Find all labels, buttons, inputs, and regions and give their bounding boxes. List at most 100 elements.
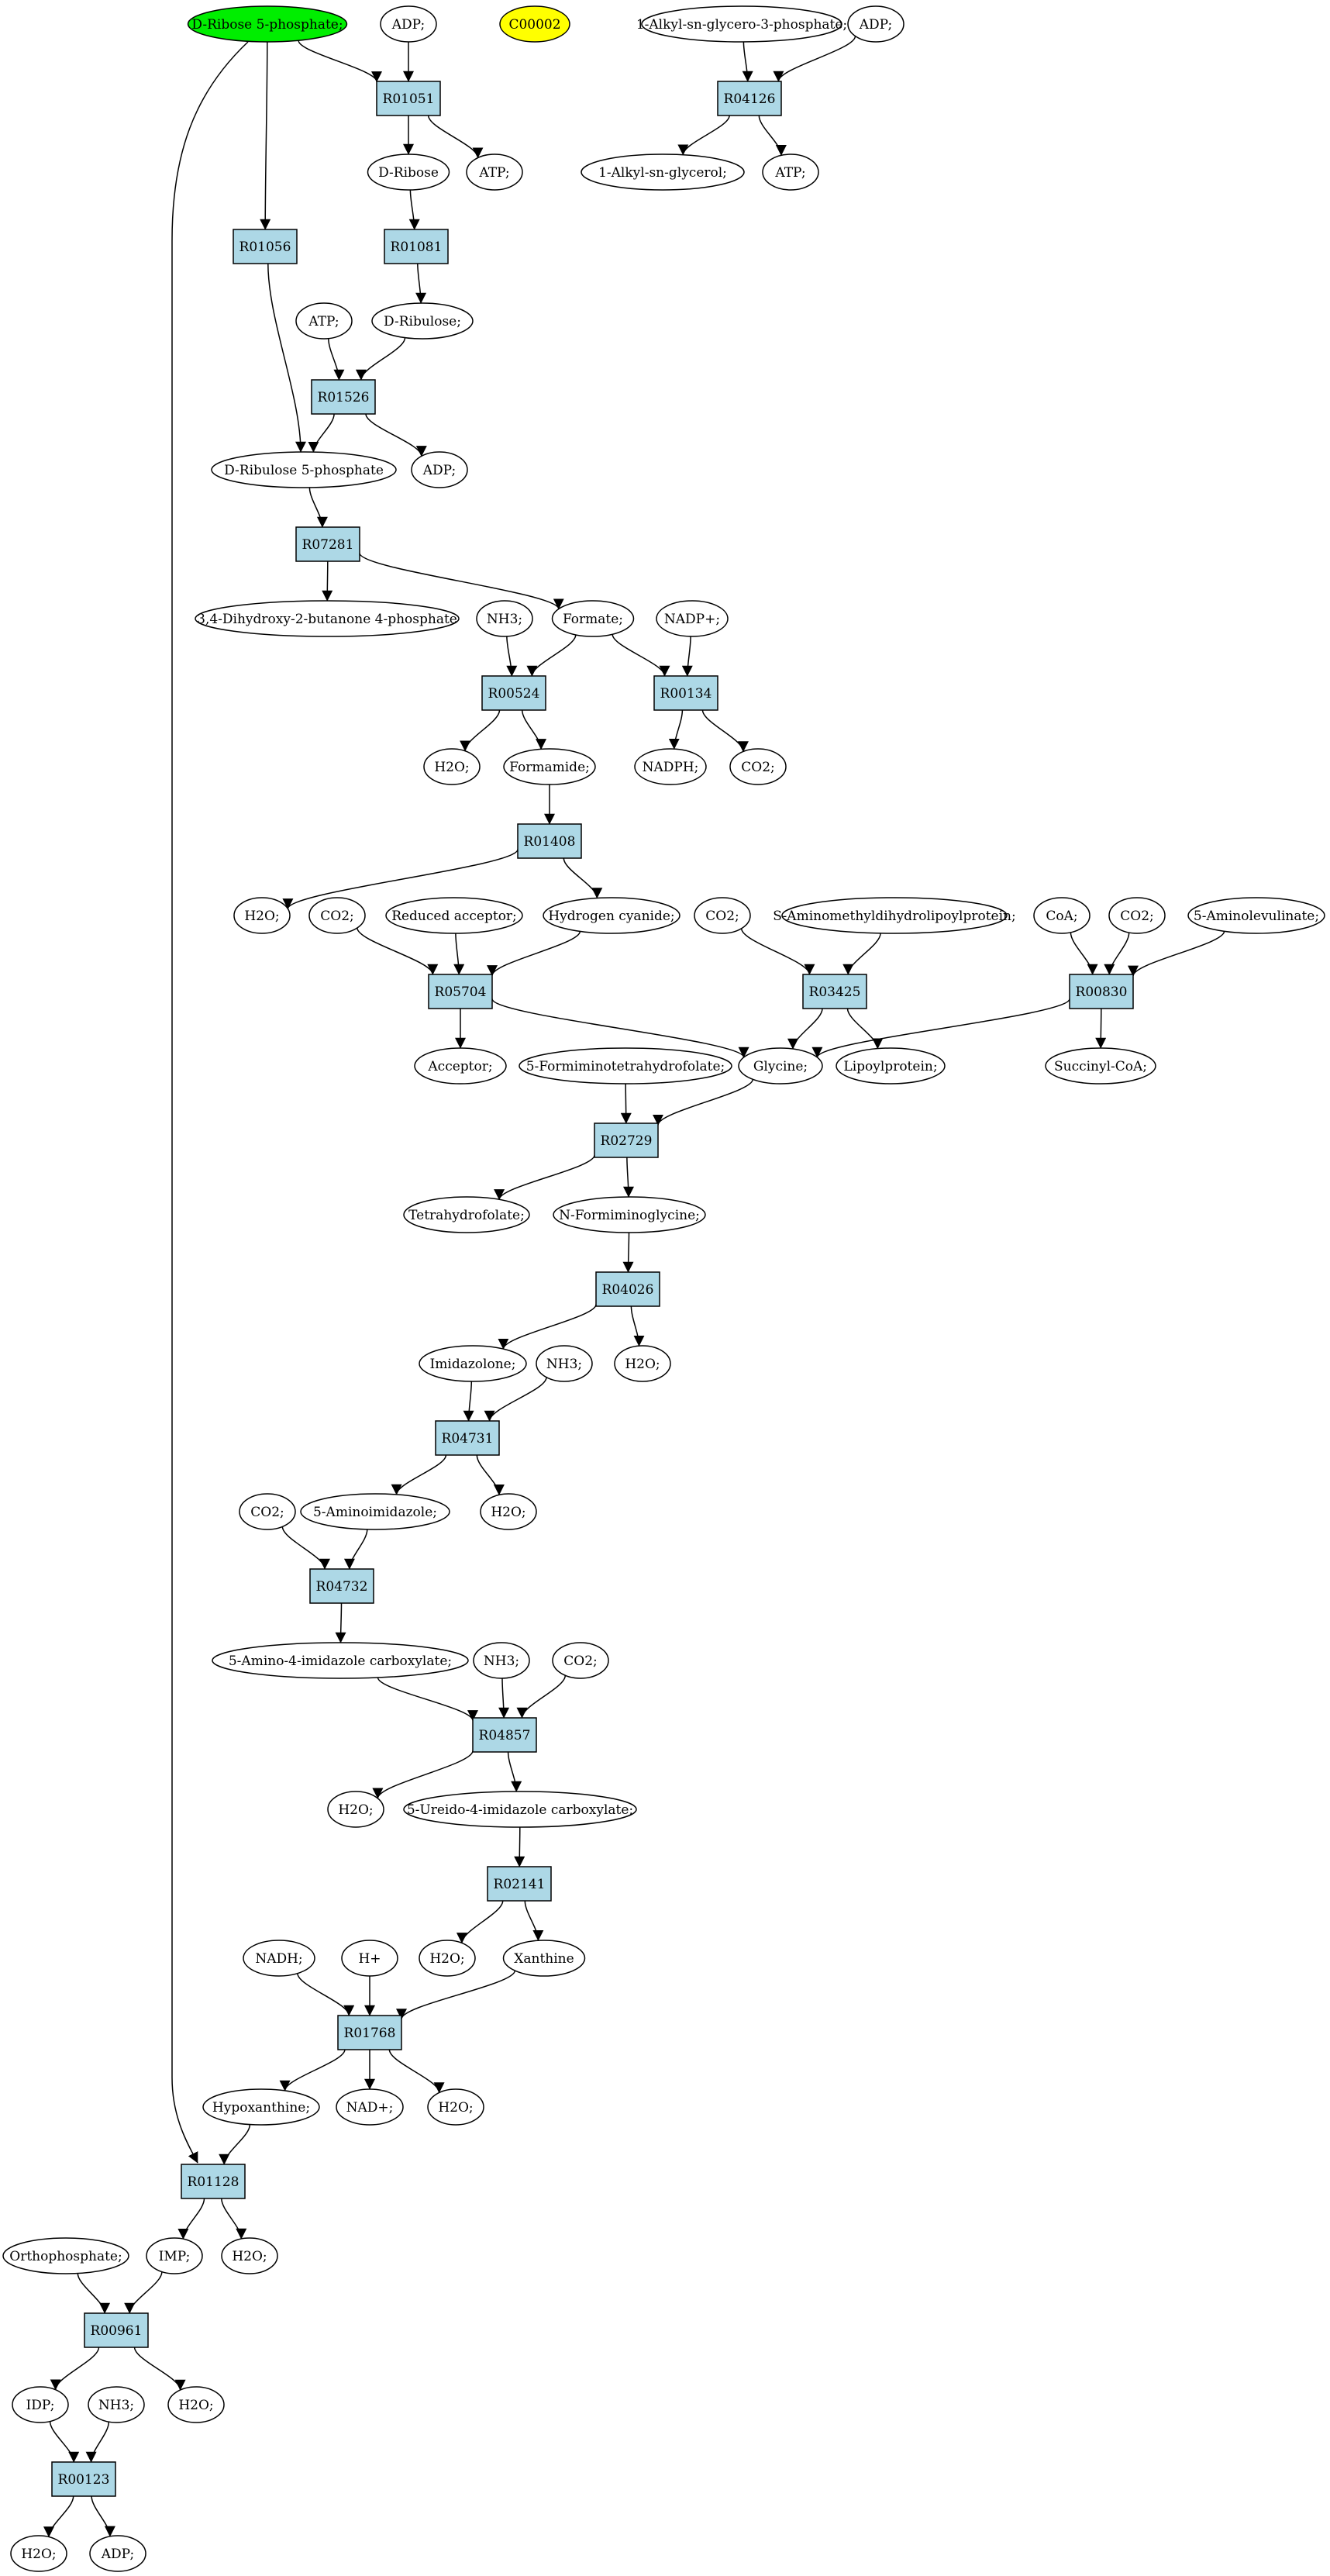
reaction-node-r02729[interactable]: R02729 bbox=[594, 1122, 659, 1158]
node-label: CO2; bbox=[563, 1654, 598, 1669]
compound-node-imidazolone[interactable]: Imidazolone; bbox=[419, 1345, 527, 1382]
compound-node-adp[interactable]: ADP; bbox=[89, 2535, 146, 2572]
compound-node-acceptor[interactable]: Acceptor; bbox=[414, 1047, 507, 1085]
node-label: Lipoylprotein; bbox=[843, 1059, 937, 1074]
reaction-node-r04732[interactable]: R04732 bbox=[309, 1568, 374, 1604]
node-label: C00002 bbox=[508, 17, 560, 33]
reaction-node-r04026[interactable]: R04026 bbox=[595, 1271, 660, 1307]
compound-node-lipoylprotein[interactable]: Lipoylprotein; bbox=[836, 1047, 946, 1085]
reaction-node-r05704[interactable]: R05704 bbox=[428, 974, 493, 1009]
reaction-node-r00524[interactable]: R00524 bbox=[481, 675, 546, 711]
node-label: H2O; bbox=[438, 2100, 473, 2116]
reaction-node-r01408[interactable]: R01408 bbox=[517, 823, 582, 859]
compound-node-hydrogen-cyanide[interactable]: Hydrogen cyanide; bbox=[543, 897, 681, 934]
compound-node-d-ribose[interactable]: D-Ribose bbox=[367, 153, 450, 191]
reaction-node-r01056[interactable]: R01056 bbox=[233, 229, 298, 264]
compound-node-c00002[interactable]: C00002 bbox=[499, 5, 570, 43]
compound-node-h2o[interactable]: H2O; bbox=[614, 1345, 671, 1382]
compound-node-5-aminoimidazole[interactable]: 5-Aminoimidazole; bbox=[300, 1493, 450, 1530]
compound-node-co2[interactable]: CO2; bbox=[552, 1642, 609, 1679]
edge-r-R00830-to-c-glycine bbox=[811, 998, 1070, 1058]
compound-node-nadp[interactable]: NADP+; bbox=[656, 600, 729, 637]
compound-node-nh3[interactable]: NH3; bbox=[536, 1345, 593, 1382]
reaction-node-r01128[interactable]: R01128 bbox=[181, 2164, 246, 2199]
reaction-node-r03425[interactable]: R03425 bbox=[802, 974, 867, 1009]
compound-node-tetrahydrofolate[interactable]: Tetrahydrofolate; bbox=[403, 1196, 530, 1233]
reaction-node-r00961[interactable]: R00961 bbox=[84, 2312, 149, 2348]
compound-node-succinyl-coa[interactable]: Succinyl-CoA; bbox=[1045, 1047, 1156, 1085]
compound-node-formamide[interactable]: Formamide; bbox=[503, 748, 596, 785]
compound-ellipse bbox=[847, 5, 904, 43]
compound-node-h2o[interactable]: H2O; bbox=[480, 1493, 537, 1530]
compound-node-glycine[interactable]: Glycine; bbox=[738, 1047, 823, 1085]
compound-node-h2o[interactable]: H2O; bbox=[327, 1791, 384, 1828]
compound-node-h2o[interactable]: H2O; bbox=[233, 897, 291, 934]
compound-node-h2o[interactable]: H2O; bbox=[10, 2535, 67, 2572]
compound-node-atp[interactable]: ATP; bbox=[762, 153, 819, 191]
reaction-node-r01051[interactable]: R01051 bbox=[376, 81, 441, 116]
compound-node-h[interactable]: H+ bbox=[341, 1940, 398, 1977]
compound-node-orthophosphate[interactable]: Orthophosphate; bbox=[2, 2237, 129, 2274]
compound-node-h2o[interactable]: H2O; bbox=[419, 1940, 476, 1977]
compound-node-5-amino-4-imidazole-carboxylate[interactable]: 5-Amino-4-imidazole carboxylate; bbox=[212, 1642, 469, 1679]
reaction-node-r01768[interactable]: R01768 bbox=[337, 2015, 402, 2050]
compound-node-co2[interactable]: CO2; bbox=[1108, 897, 1166, 934]
compound-node-imp[interactable]: IMP; bbox=[146, 2237, 203, 2274]
compound-node-atp[interactable]: ATP; bbox=[466, 153, 523, 191]
compound-ellipse bbox=[729, 748, 787, 785]
compound-node-5-ureido-4-imidazole-carboxylate[interactable]: 5-Ureido-4-imidazole carboxylate; bbox=[403, 1791, 637, 1828]
compound-node-adp[interactable]: ADP; bbox=[380, 5, 437, 43]
compound-node-h2o[interactable]: H2O; bbox=[423, 748, 481, 785]
compound-node-5-aminolevulinate[interactable]: 5-Aminolevulinate; bbox=[1187, 897, 1325, 934]
compound-node-xanthine[interactable]: Xanthine bbox=[502, 1940, 586, 1977]
compound-node-s-aminomethyldihydrolipoylprotein[interactable]: S-Aminomethyldihydrolipoylprotein; bbox=[773, 897, 1016, 934]
compound-node-adp[interactable]: ADP; bbox=[411, 451, 468, 488]
compound-node-nad[interactable]: NAD+; bbox=[336, 2088, 404, 2126]
compound-node-3-4-dihydroxy-2-butanone-4-phosphate[interactable]: 3,4-Dihydroxy-2-butanone 4-phosphate bbox=[195, 600, 460, 637]
compound-node-nh3[interactable]: NH3; bbox=[473, 1642, 530, 1679]
compound-node-co2[interactable]: CO2; bbox=[308, 897, 366, 934]
compound-node-hypoxanthine[interactable]: Hypoxanthine; bbox=[202, 2088, 320, 2126]
compound-node-1-alkyl-sn-glycerol[interactable]: 1-Alkyl-sn-glycerol; bbox=[581, 153, 745, 191]
reaction-node-r01526[interactable]: R01526 bbox=[311, 379, 376, 415]
compound-node-idp[interactable]: IDP; bbox=[12, 2386, 69, 2423]
compound-node-co2[interactable]: CO2; bbox=[694, 897, 751, 934]
compound-ellipse bbox=[371, 302, 474, 340]
reaction-node-r00830[interactable]: R00830 bbox=[1069, 974, 1134, 1009]
edge-c-5amino4imid-to-r-R04857 bbox=[377, 1677, 478, 1722]
compound-node-formate[interactable]: Formate; bbox=[551, 600, 635, 637]
compound-node-5-formiminotetrahydrofolate[interactable]: 5-Formiminotetrahydrofolate; bbox=[519, 1047, 732, 1085]
reaction-node-r00134[interactable]: R00134 bbox=[653, 675, 718, 711]
compound-node-n-formiminoglycine[interactable]: N-Formiminoglycine; bbox=[553, 1196, 706, 1233]
compound-node-d-ribose-5-phosphate[interactable]: D-Ribose 5-phosphate; bbox=[187, 5, 348, 43]
compound-node-h2o[interactable]: H2O; bbox=[167, 2386, 225, 2423]
reaction-node-r04126[interactable]: R04126 bbox=[717, 81, 782, 116]
compound-node-reduced-acceptor[interactable]: Reduced acceptor; bbox=[385, 897, 523, 934]
node-label: R07281 bbox=[302, 537, 354, 553]
compound-node-atp[interactable]: ATP; bbox=[295, 302, 353, 340]
compound-node-co2[interactable]: CO2; bbox=[239, 1493, 296, 1530]
compound-node-co2[interactable]: CO2; bbox=[729, 748, 787, 785]
node-label: Formate; bbox=[563, 612, 623, 627]
compound-node-d-ribulose[interactable]: D-Ribulose; bbox=[371, 302, 474, 340]
node-label: NADH; bbox=[255, 1951, 302, 1967]
compound-node-h2o[interactable]: H2O; bbox=[427, 2088, 484, 2126]
compound-node-nadph[interactable]: NADPH; bbox=[634, 748, 707, 785]
node-label: S-Aminomethyldihydrolipoylprotein; bbox=[773, 909, 1015, 924]
edge-c-formate-to-r-R00134 bbox=[612, 634, 670, 677]
compound-node-1-alkyl-sn-glycero-3-phosphate[interactable]: 1-Alkyl-sn-glycero-3-phosphate; bbox=[636, 5, 847, 43]
compound-node-d-ribulose-5-phosphate[interactable]: D-Ribulose 5-phosphate bbox=[211, 451, 397, 488]
reaction-node-r02141[interactable]: R02141 bbox=[487, 1866, 552, 1902]
reaction-node-r04731[interactable]: R04731 bbox=[435, 1420, 500, 1456]
compound-node-h2o[interactable]: H2O; bbox=[221, 2237, 278, 2274]
compound-node-nh3[interactable]: NH3; bbox=[88, 2386, 145, 2423]
compound-node-nadh[interactable]: NADH; bbox=[243, 1940, 315, 1977]
reaction-node-r00123[interactable]: R00123 bbox=[51, 2461, 116, 2497]
reaction-node-r07281[interactable]: R07281 bbox=[295, 526, 360, 562]
compound-node-nh3[interactable]: NH3; bbox=[476, 600, 533, 637]
reaction-node-r01081[interactable]: R01081 bbox=[384, 229, 449, 264]
reaction-node-r04857[interactable]: R04857 bbox=[472, 1717, 537, 1753]
compound-node-coa[interactable]: CoA; bbox=[1033, 897, 1091, 934]
edge-c-nh3-2-to-r-R04731 bbox=[484, 1377, 547, 1422]
compound-node-adp[interactable]: ADP; bbox=[847, 5, 904, 43]
